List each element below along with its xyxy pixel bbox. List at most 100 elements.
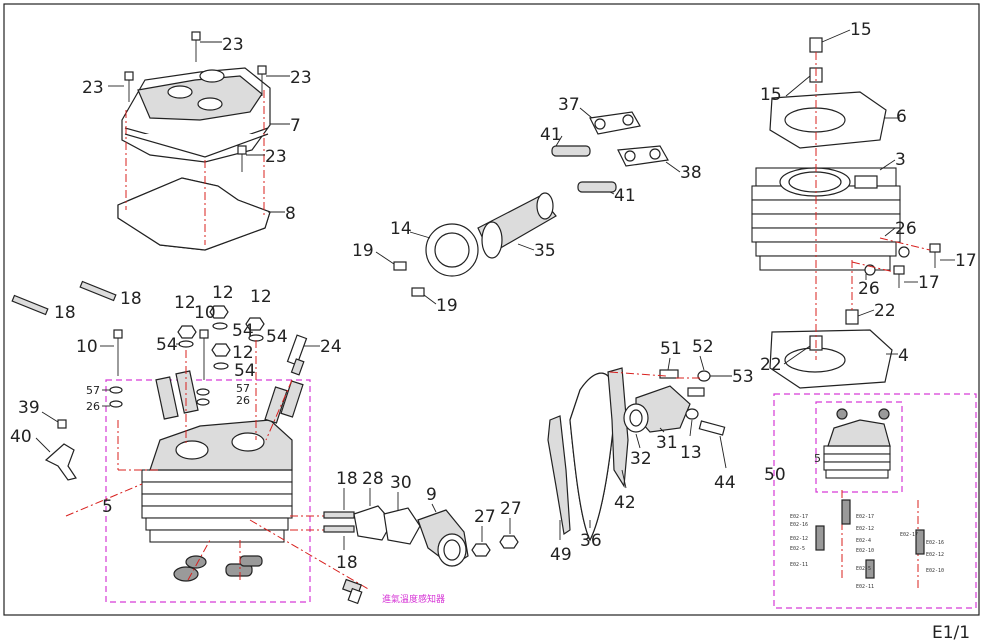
part-label-p26a: 26: [895, 219, 917, 239]
part-label-p26b: 26: [858, 279, 880, 299]
spark-plug: [286, 334, 308, 376]
intake-temp-sensor: [342, 578, 363, 605]
part-label-p51: 51: [660, 339, 682, 359]
part-label-p57b: 57: [236, 382, 250, 395]
head-assembly-box: [105, 379, 311, 603]
stud-18a: [11, 294, 49, 316]
tensioner-blade: [607, 367, 629, 488]
part-label-p4: 4: [898, 346, 909, 366]
part-label-p23d: 23: [265, 147, 287, 167]
part-label-p28: 28: [362, 469, 384, 489]
part-label-p17a: 17: [955, 251, 977, 271]
part-label-p7: 7: [290, 116, 301, 136]
part-label-p54d: 54: [234, 361, 256, 381]
part-label-p23c: 23: [290, 68, 312, 88]
part-label-p44: 44: [714, 473, 736, 493]
part-label-p22b: 22: [760, 355, 782, 375]
part-label-p5: 5: [102, 497, 113, 517]
part-label-c3: E02-12: [790, 536, 808, 542]
bracket-40: [44, 443, 77, 481]
part-label-p10b: 10: [194, 303, 216, 323]
cylinder-head: [141, 419, 293, 543]
camshaft: [425, 192, 557, 277]
part-label-p18d: 18: [336, 553, 358, 573]
part-label-p36: 36: [580, 531, 602, 551]
part-label-p54b: 54: [232, 321, 254, 341]
part-label-p30: 30: [390, 473, 412, 493]
part-label-p14: 14: [390, 219, 412, 239]
stud-18b: [79, 280, 117, 302]
part-label-p13: 13: [680, 443, 702, 463]
part-label-p26d: 26: [236, 394, 250, 407]
part-label-p12d: 12: [232, 343, 254, 363]
part-label-p6: 6: [896, 107, 907, 127]
labels-cylinder: 15 15 6 3 26 26 17 17 22 22 4: [760, 20, 977, 375]
part-label-c11: E02-17: [900, 532, 918, 538]
part-label-p52: 52: [692, 337, 714, 357]
labels-chain: 51 52 53 31 32 13 44 42 49 36: [550, 337, 754, 565]
bolt-44: [698, 420, 726, 436]
label-p50: 50: [764, 465, 786, 485]
part-label-p24: 24: [320, 337, 342, 357]
part-label-p32: 32: [630, 449, 652, 469]
labels-intake: 18 28 30 9 27 27 18: [336, 469, 522, 573]
part-label-p49: 49: [550, 545, 572, 565]
inset-head: [823, 408, 891, 479]
part-label-p23a: 23: [222, 35, 244, 55]
dowel-15a: [809, 37, 823, 53]
part-label-p40: 40: [10, 427, 32, 447]
valve-cap: [173, 566, 199, 582]
insulator: [383, 507, 421, 545]
part-label-c8: E02-12: [856, 526, 874, 532]
dowel-22a: [845, 309, 859, 325]
part-label-c12: E02-16: [926, 540, 944, 546]
part-label-c7: E02-17: [856, 514, 874, 520]
part-label-p39: 39: [18, 398, 40, 418]
part-label-p15b: 15: [760, 85, 782, 105]
part-label-p31: 31: [656, 433, 678, 453]
part-label-c14: E02-5: [856, 566, 871, 572]
part-label-p18b: 18: [120, 289, 142, 309]
part-label-p27b: 27: [500, 499, 522, 519]
part-label-p18a: 18: [54, 303, 76, 323]
part-label-p57a: 57: [86, 384, 100, 397]
part-label-c4: E02-5: [790, 546, 805, 552]
part-label-p17b: 17: [918, 273, 940, 293]
part-label-p53: 53: [732, 367, 754, 387]
part-label-p12a: 12: [174, 293, 196, 313]
part-label-p41a: 41: [540, 125, 562, 145]
part-label-p35: 35: [534, 241, 556, 261]
drawing-frame: [3, 3, 980, 616]
part-label-p27a: 27: [474, 507, 496, 527]
part-label-p19a: 19: [352, 241, 374, 261]
part-label-p23b: 23: [82, 78, 104, 98]
part-label-p12b: 12: [212, 283, 234, 303]
part-label-p12c: 12: [250, 287, 272, 307]
label-p5b: 5: [814, 452, 821, 465]
labels-cover: 23 23 23 23 7 8: [82, 35, 312, 224]
part-label-p10a: 10: [76, 337, 98, 357]
part-label-c6: E02-11: [790, 562, 808, 568]
part-label-c10: E02-10: [856, 548, 874, 554]
bolts-23: [124, 31, 267, 172]
chain-guide: [547, 415, 571, 536]
part-label-p54c: 54: [266, 327, 288, 347]
part-label-c5: E02-10: [926, 568, 944, 574]
part-label-p42: 42: [614, 493, 636, 513]
part-label-p26c: 26: [86, 400, 100, 413]
part-label-c9: E02-4: [856, 538, 871, 544]
part-label-p22a: 22: [874, 301, 896, 321]
valve-springs: [815, 499, 925, 579]
sensor-note: 進氣溫度感知器: [382, 593, 445, 605]
stud-18d: [323, 525, 355, 533]
nut-27a: [471, 543, 491, 557]
cylinder-head-cover: [121, 67, 271, 163]
part-label-p9: 9: [426, 485, 437, 505]
cylinder-block: [751, 167, 901, 271]
part-label-p37: 37: [558, 95, 580, 115]
part-label-c1: E02-17: [790, 514, 808, 520]
part-label-p38: 38: [680, 163, 702, 183]
part-label-p15a: 15: [850, 20, 872, 40]
part-label-p54a: 54: [156, 335, 178, 355]
